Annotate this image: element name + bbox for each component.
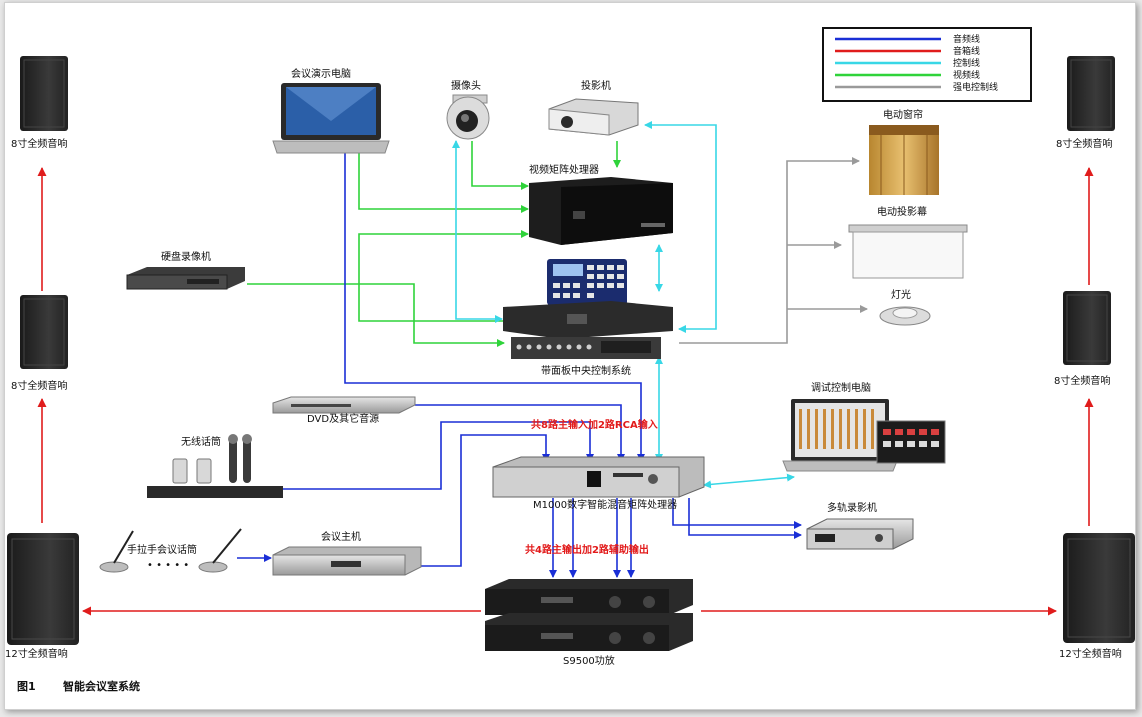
camera-label: 摄像头 bbox=[451, 79, 481, 92]
legend-label-3: 视频线 bbox=[953, 69, 980, 81]
power-lines bbox=[679, 157, 868, 344]
mixer-device bbox=[492, 456, 705, 498]
legend-label-2: 控制线 bbox=[953, 57, 980, 69]
speaker-8-mid-left-label: 8寸全频音响 bbox=[11, 379, 67, 392]
dvd-device bbox=[272, 396, 416, 414]
speaker-12-left bbox=[7, 533, 79, 645]
wireless-mic-device bbox=[147, 434, 283, 498]
central-control-device bbox=[503, 301, 673, 359]
amp-device-top bbox=[485, 579, 693, 615]
legend-label-1: 音箱线 bbox=[953, 45, 980, 57]
central-control-label: 带面板中央控制系统 bbox=[541, 364, 631, 377]
audio-line-wireless bbox=[283, 421, 594, 490]
speaker-8-top-right-label: 8寸全频音响 bbox=[1056, 137, 1112, 150]
control-line-projector bbox=[644, 121, 717, 333]
legend-label-4: 强电控制线 bbox=[953, 81, 998, 93]
speaker-8-top-left bbox=[20, 56, 68, 131]
curtain-icon bbox=[869, 125, 939, 195]
video-matrix-device bbox=[529, 177, 673, 245]
speaker-8-mid-right-label: 8寸全频音响 bbox=[1054, 374, 1110, 387]
system-diagram: 8寸全频音响 8寸全频音响 12寸全频音响 8寸全频音响 8寸全频音响 12寸全… bbox=[5, 27, 1135, 693]
conf-mic-left-icon bbox=[99, 530, 134, 573]
projector-icon bbox=[548, 98, 639, 136]
control-line-camera bbox=[452, 140, 503, 323]
dvr-device bbox=[126, 267, 245, 290]
control-lines bbox=[452, 121, 795, 489]
speaker-12-right-label: 12寸全频音响 bbox=[1059, 647, 1122, 660]
light-icon bbox=[879, 306, 931, 326]
audio-lines bbox=[237, 153, 802, 578]
screen-label: 电动投影幕 bbox=[877, 205, 927, 218]
speaker-8-mid-right bbox=[1063, 291, 1111, 365]
debug-pc-label: 调试控制电脑 bbox=[811, 381, 871, 394]
figure-title: 智能会议室系统 bbox=[63, 679, 140, 693]
recorder-device bbox=[806, 518, 914, 550]
legend-label-0: 音频线 bbox=[953, 33, 980, 45]
conf-mic-right-icon bbox=[198, 528, 242, 573]
power-line-main bbox=[679, 157, 860, 344]
control-line-debug-pc bbox=[703, 473, 795, 489]
video-line-control-to-matrix bbox=[358, 230, 529, 322]
control-panel-device bbox=[547, 259, 627, 305]
light-label: 灯光 bbox=[891, 288, 911, 301]
video-line-camera bbox=[471, 141, 529, 190]
speaker-12-right bbox=[1063, 533, 1135, 643]
speaker-8-top-right bbox=[1067, 56, 1115, 131]
dvd-label: DVD及其它音源 bbox=[307, 412, 379, 425]
amp-device-bottom bbox=[485, 613, 693, 651]
projector-label: 投影机 bbox=[581, 79, 611, 92]
camera-icon bbox=[446, 94, 490, 140]
conf-host-label: 会议主机 bbox=[321, 530, 361, 543]
audio-line-aux-1 bbox=[672, 498, 802, 529]
wireless-mic-label: 无线话筒 bbox=[181, 435, 221, 448]
debug-pc-icon bbox=[782, 399, 946, 472]
audio-line-conf-host bbox=[421, 434, 550, 567]
conf-host-device bbox=[272, 546, 422, 576]
video-matrix-label: 视频矩阵处理器 bbox=[529, 163, 599, 176]
audio-line-aux-2 bbox=[688, 498, 802, 539]
video-line-dvr bbox=[247, 283, 505, 347]
screen-icon bbox=[848, 224, 968, 279]
input-note: 共8路主输入加2路RCA输入 bbox=[531, 418, 658, 431]
speaker-lines bbox=[37, 167, 1094, 616]
speaker-8-mid-left bbox=[20, 295, 68, 369]
dvr-label: 硬盘录像机 bbox=[161, 250, 211, 263]
conf-mic-dots: • • • • • bbox=[147, 560, 189, 571]
audio-line-dvd bbox=[415, 404, 625, 462]
laptop-icon bbox=[272, 83, 390, 154]
speaker-12-left-label: 12寸全频音响 bbox=[5, 647, 68, 660]
output-note: 共4路主输出加2路辅助输出 bbox=[525, 543, 649, 556]
video-line-laptop bbox=[358, 153, 529, 213]
amp-label: S9500功放 bbox=[563, 654, 615, 667]
figure-number: 图1 bbox=[17, 680, 36, 693]
recorder-label: 多轨录影机 bbox=[827, 501, 877, 514]
mixer-label: M1000数字智能混音矩阵处理器 bbox=[533, 498, 677, 511]
laptop-label: 会议演示电脑 bbox=[291, 67, 351, 80]
conf-mic-label: 手拉手会议话筒 bbox=[127, 543, 197, 556]
speaker-8-top-left-label: 8寸全频音响 bbox=[11, 137, 67, 150]
diagram-frame: 8寸全频音响 8寸全频音响 12寸全频音响 8寸全频音响 8寸全频音响 12寸全… bbox=[4, 2, 1136, 710]
curtain-label: 电动窗帘 bbox=[883, 108, 923, 121]
audio-line-laptop bbox=[344, 153, 645, 462]
